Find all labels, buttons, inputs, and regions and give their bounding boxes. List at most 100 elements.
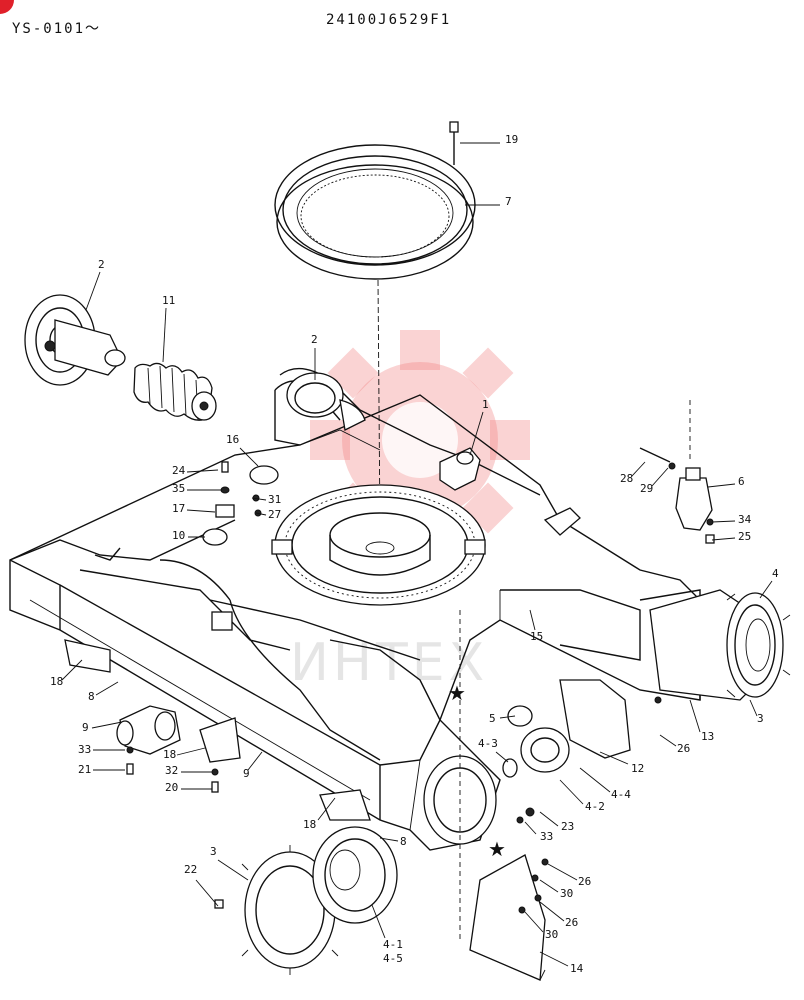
callout-label: 25 [738, 530, 751, 543]
callout-leader [186, 469, 219, 473]
part-8-left [64, 639, 111, 673]
callout-leader [91, 721, 123, 729]
part-16 [249, 465, 279, 485]
callout-leader [539, 811, 559, 827]
callout-leader [469, 411, 484, 456]
callout-label: 4-2 [585, 800, 605, 813]
guide-lines [459, 400, 691, 940]
callout-c28: 28 [620, 461, 646, 485]
callout-c20: 20 [165, 781, 212, 794]
travel-motor-part-6 [639, 447, 715, 544]
callout-leader [711, 537, 736, 541]
callout-c12: 12 [599, 751, 644, 775]
callout-c18c: 18 [303, 797, 336, 831]
star-layer: ★★ [448, 681, 506, 861]
callout-c30b: 30 [524, 911, 558, 941]
callout-c17: 17 [172, 502, 216, 515]
callout-c7: 7 [465, 195, 512, 208]
callout-label: 10 [172, 529, 185, 542]
callout-label: 7 [505, 195, 512, 208]
serial-range-label: YS-0101～ [12, 21, 102, 37]
callout-leader [524, 821, 537, 835]
callout-c30a: 30 [539, 879, 573, 900]
final-drive-parts [502, 679, 662, 824]
callout-c29: 29 [640, 467, 669, 495]
callout-leader [317, 797, 336, 821]
callout-leader [186, 509, 216, 513]
callout-leader [371, 904, 386, 939]
callout-leader [711, 520, 736, 523]
callout-c3b: 3 [210, 845, 249, 881]
small-parts-cluster [202, 461, 279, 631]
callout-label: 11 [162, 294, 175, 307]
callout-leader [251, 497, 267, 501]
callout-c16: 16 [226, 433, 259, 467]
callout-c2b: 2 [311, 333, 318, 380]
callout-leader [499, 715, 516, 719]
drive-hub-part-4-1 [214, 826, 398, 924]
callout-label: 15 [530, 630, 543, 643]
callout-label: 33 [78, 743, 91, 756]
callout-label: 18 [50, 675, 63, 688]
callout-label: 27 [268, 508, 281, 521]
callout-c11: 11 [162, 294, 175, 363]
part-5 [507, 705, 533, 727]
callout-leader [631, 461, 646, 477]
callout-leader [217, 859, 249, 881]
callout-leader [379, 837, 399, 842]
callout-label: 8 [400, 835, 407, 848]
track-rollers-lower [64, 639, 371, 821]
callout-label: 9 [82, 721, 89, 734]
callout-c34: 34 [711, 513, 752, 526]
callout-leader [749, 699, 758, 717]
callout-leader [239, 447, 259, 467]
callout-c33a: 33 [78, 743, 125, 756]
callout-label: 26 [578, 875, 591, 888]
part-10 [202, 528, 228, 546]
callout-leader [539, 879, 559, 893]
callout-label: 30 [560, 887, 573, 900]
cover-part-14 [469, 854, 549, 981]
callout-c4-4: 4-4 [579, 767, 631, 801]
callout-label: 13 [701, 730, 714, 743]
callout-label: 18 [303, 818, 316, 831]
carrier-roller-part-1 [439, 447, 581, 536]
callout-c26b: 26 [547, 863, 591, 888]
callout-c6: 6 [707, 475, 745, 488]
callout-leader [495, 751, 509, 763]
callout-c8b: 8 [379, 835, 407, 848]
callout-label: 3 [757, 712, 764, 725]
callout-c9a: 9 [82, 721, 123, 734]
callout-leader [95, 681, 119, 696]
callout-c26a: 26 [659, 734, 690, 755]
callout-label: 23 [561, 820, 574, 833]
callout-c27: 27 [255, 508, 281, 521]
watermark-text: ИНТЕХ [290, 633, 488, 693]
callout-leader [579, 767, 611, 793]
callout-label: 30 [545, 928, 558, 941]
callout-label: 6 [738, 475, 745, 488]
callout-c15: 15 [529, 609, 543, 643]
callout-label: 29 [640, 482, 653, 495]
callout-label: 18 [163, 748, 176, 761]
callout-c26c: 26 [539, 901, 578, 929]
recoil-spring-part-11 [133, 362, 217, 421]
callout-leader [559, 779, 584, 805]
callout-c9b: 9 [243, 751, 263, 780]
callout-label: 5 [489, 712, 496, 725]
callout-c24: 24 [172, 464, 219, 477]
part-35 [220, 486, 230, 494]
callout-leader [524, 911, 544, 933]
callout-leader [195, 879, 219, 907]
callout-c5: 5 [489, 712, 516, 725]
callout-label: 1 [482, 398, 489, 411]
callout-label: 26 [677, 742, 690, 755]
callout-label: 35 [172, 482, 185, 495]
callout-c21: 21 [78, 763, 125, 776]
callout-leader [529, 609, 536, 631]
callout-leader [85, 271, 101, 311]
callout-label: 33 [540, 830, 553, 843]
callout-label: 24 [172, 464, 186, 477]
callout-leader [547, 863, 578, 881]
